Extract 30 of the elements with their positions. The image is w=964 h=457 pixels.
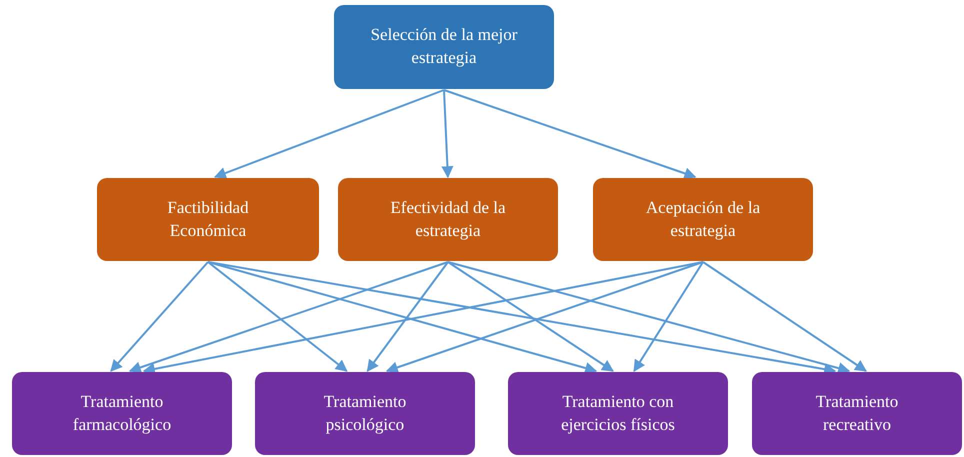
- process-box: [97, 178, 319, 261]
- box-label: Tratamiento farmacológico: [72, 390, 172, 436]
- process-box: [752, 372, 962, 455]
- arrow: [448, 261, 850, 374]
- arrow: [214, 89, 444, 179]
- box-label: Selección de la mejor estrategia: [370, 24, 518, 69]
- process-box: [12, 372, 232, 455]
- arrow: [386, 261, 704, 374]
- box-label: Tratamiento recreativo: [814, 390, 900, 436]
- process-box: [508, 372, 728, 455]
- box-label: Tratamiento psicológico: [322, 390, 408, 436]
- arrow: [110, 261, 209, 372]
- arrow: [208, 261, 598, 374]
- arrow: [444, 89, 696, 180]
- arrow: [128, 261, 448, 374]
- arrow: [142, 261, 704, 375]
- box-label: Tratamiento con ejercicios físicos: [560, 390, 676, 436]
- arrow: [441, 90, 454, 178]
- arrow: [633, 261, 704, 372]
- box-label: Efectividad de la estrategia: [389, 196, 507, 242]
- process-box: [338, 178, 558, 261]
- arrow: [366, 261, 449, 372]
- arrow: [207, 261, 348, 372]
- process-box: [334, 5, 554, 89]
- arrow: [702, 261, 867, 372]
- box-label: Factibilidad Económica: [166, 196, 250, 242]
- process-box: [255, 372, 475, 455]
- arrow: [447, 261, 614, 372]
- box-label: Aceptación de la estrategia: [644, 196, 762, 242]
- process-box: [593, 178, 813, 261]
